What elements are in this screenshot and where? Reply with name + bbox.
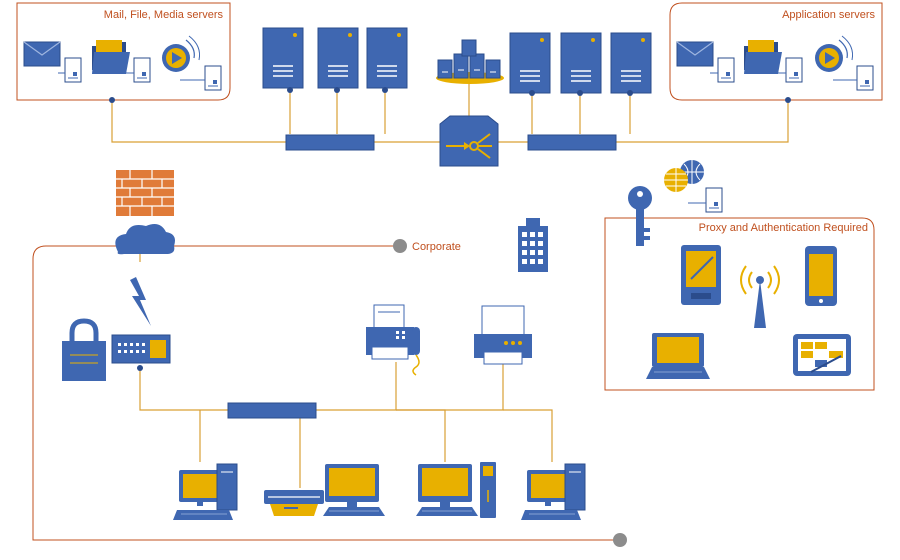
app-mail-icon xyxy=(676,41,714,67)
fax-icon xyxy=(366,304,420,376)
building-icon xyxy=(518,218,548,272)
mail-icon xyxy=(23,41,61,67)
antenna-icon xyxy=(740,265,780,328)
monitor-icon xyxy=(322,463,386,517)
server-icon xyxy=(317,27,359,89)
proxy-group-label: Proxy and Authentication Required xyxy=(699,222,868,234)
server-icon xyxy=(560,32,602,94)
folder-doc-icon xyxy=(133,57,151,83)
mail-doc-icon xyxy=(64,57,82,83)
desktop-pc-icon xyxy=(520,463,586,521)
key-icon xyxy=(628,186,652,246)
media-play-icon xyxy=(161,35,201,73)
server-icon xyxy=(509,32,551,94)
desktop-pc-icon xyxy=(172,463,238,521)
hub-icon xyxy=(227,402,317,419)
server-icon xyxy=(366,27,408,89)
globe-doc-icon xyxy=(705,187,723,213)
firewall-icon xyxy=(116,170,174,216)
app-folder-icon xyxy=(744,40,782,74)
hub-icon xyxy=(285,134,375,151)
load-balancer-icon xyxy=(439,115,499,167)
monitor-icon xyxy=(415,463,479,517)
application-servers-group-border xyxy=(669,2,883,101)
corporate-connector-top xyxy=(393,239,407,253)
scanner-icon xyxy=(264,490,324,516)
smartphone-icon xyxy=(805,246,837,306)
mail-servers-group-label: Mail, File, Media servers xyxy=(104,9,224,21)
server-icon xyxy=(610,32,652,94)
hub-icon xyxy=(527,134,617,151)
pda-icon xyxy=(681,245,721,305)
app-mail-doc-icon xyxy=(717,57,735,83)
folder-icon xyxy=(92,40,130,74)
tablet-icon xyxy=(793,334,851,376)
app-folder-doc-icon xyxy=(785,57,803,83)
application-servers-group-label: Application servers xyxy=(782,9,875,21)
printer-icon xyxy=(474,305,532,365)
mail-servers-group-border xyxy=(16,2,231,101)
modem-icon xyxy=(111,334,171,371)
laptop-icon xyxy=(646,333,710,379)
lightning-icon xyxy=(130,277,151,326)
cloud-icon xyxy=(115,224,175,255)
proxy-group-border xyxy=(604,217,875,391)
app-media-doc-icon xyxy=(856,65,874,91)
lock-icon xyxy=(62,318,106,381)
server-icon xyxy=(262,27,304,89)
corporate-connector-bottom xyxy=(613,533,627,547)
corporate-group-border xyxy=(32,245,620,541)
media-doc-icon xyxy=(204,65,222,91)
corporate-label: Corporate xyxy=(412,241,461,253)
server-cluster-icon xyxy=(436,39,504,84)
tower-pc-icon xyxy=(480,462,496,518)
globe-icon xyxy=(664,160,704,192)
app-media-play-icon xyxy=(814,35,854,73)
